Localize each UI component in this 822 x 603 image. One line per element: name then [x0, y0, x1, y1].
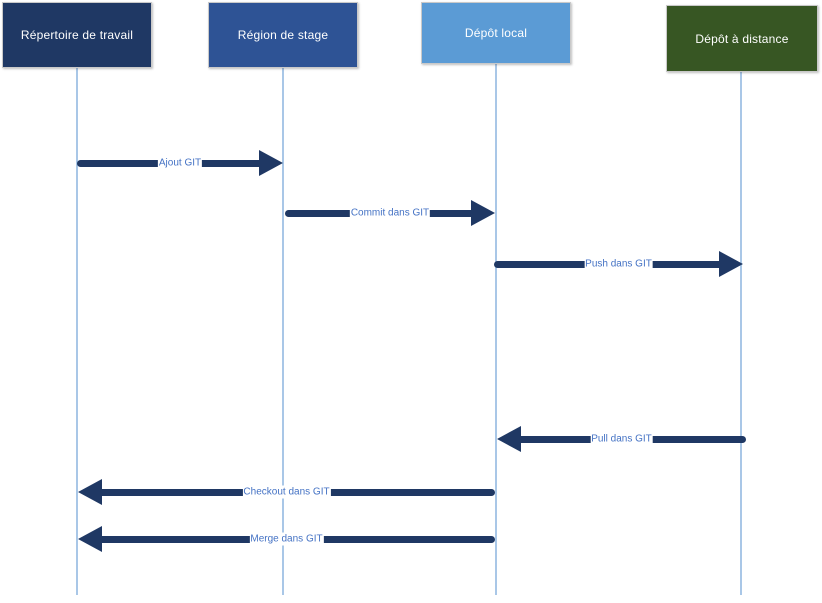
actor-box-repertoire-de-travail: Répertoire de travail: [2, 2, 152, 68]
message-label-pull-dans-git: Pull dans GIT: [590, 432, 653, 446]
lifeline-depot-local: [495, 64, 497, 595]
message-label-push-dans-git: Push dans GIT: [584, 257, 653, 271]
arrowhead-icon-merge-dans-git: [78, 526, 102, 552]
lifeline-region-de-stage: [282, 68, 284, 595]
message-label-ajout-git: Ajout GIT: [157, 156, 203, 170]
message-label-checkout-dans-git: Checkout dans GIT: [242, 485, 331, 499]
arrowhead-icon-ajout-git: [259, 150, 283, 176]
arrowhead-icon-push-dans-git: [719, 251, 743, 277]
arrowhead-icon-commit-dans-git: [471, 200, 495, 226]
arrowhead-icon-checkout-dans-git: [78, 479, 102, 505]
actor-box-depot-a-distance: Dépôt à distance: [666, 5, 818, 72]
arrowhead-icon-pull-dans-git: [497, 426, 521, 452]
actor-box-depot-local: Dépôt local: [421, 2, 571, 64]
actor-label-repertoire-de-travail: Répertoire de travail: [20, 28, 134, 42]
actor-label-depot-local: Dépôt local: [464, 26, 528, 40]
lifeline-repertoire-de-travail: [76, 68, 78, 595]
actor-box-region-de-stage: Région de stage: [208, 2, 358, 68]
message-label-commit-dans-git: Commit dans GIT: [349, 206, 431, 220]
lifeline-depot-a-distance: [740, 72, 742, 595]
message-label-merge-dans-git: Merge dans GIT: [249, 532, 324, 546]
actor-label-region-de-stage: Région de stage: [237, 28, 329, 42]
actor-label-depot-a-distance: Dépôt à distance: [695, 31, 789, 46]
